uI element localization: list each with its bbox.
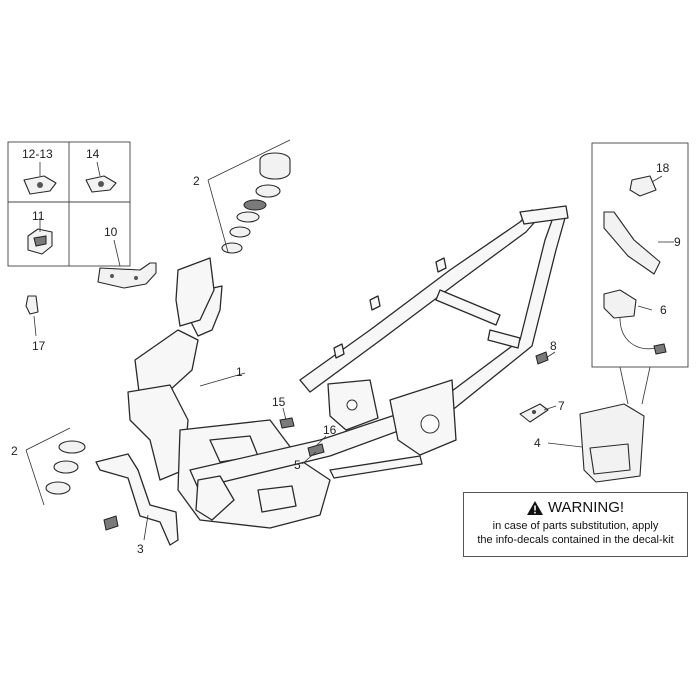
clip-17 bbox=[25, 295, 39, 315]
steering-bearings-lower bbox=[45, 440, 86, 495]
warning-title: WARNING! bbox=[547, 499, 625, 516]
scooter-frame-1 bbox=[127, 205, 569, 529]
screw-8 bbox=[535, 351, 549, 365]
cage-nut-11 bbox=[27, 228, 53, 255]
callout-4: 4 bbox=[534, 436, 541, 450]
callout-2-upper: 2 bbox=[193, 174, 200, 188]
callout-1: 1 bbox=[236, 365, 243, 379]
lock-cylinder-18 bbox=[629, 175, 657, 197]
callout-8: 8 bbox=[550, 339, 557, 353]
callout-3: 3 bbox=[137, 542, 144, 556]
inset-box-lock-set bbox=[591, 142, 689, 405]
warning-triangle-icon bbox=[526, 500, 543, 515]
ignition-switch-6 bbox=[603, 289, 667, 355]
leader-lines bbox=[25, 139, 674, 541]
callout-11: 11 bbox=[32, 209, 45, 223]
callout-16: 16 bbox=[323, 423, 337, 437]
bracket-10 bbox=[97, 262, 157, 289]
callout-12-13: 12-13 bbox=[22, 147, 53, 161]
lock-housing-9 bbox=[603, 211, 661, 275]
callout-5: 5 bbox=[294, 458, 301, 472]
steering-bearings-upper bbox=[221, 152, 291, 254]
bolt-15 bbox=[279, 417, 295, 429]
clip-nut-12-13 bbox=[23, 175, 57, 195]
callout-18: 18 bbox=[656, 161, 670, 175]
callout-14: 14 bbox=[86, 147, 100, 161]
callout-15: 15 bbox=[272, 395, 286, 409]
callout-17: 17 bbox=[32, 339, 46, 353]
callout-7: 7 bbox=[558, 399, 565, 413]
callout-10: 10 bbox=[104, 225, 118, 239]
inset-box-clips bbox=[7, 141, 131, 267]
stand-bracket-3 bbox=[95, 453, 179, 546]
warning-box: WARNING! in case of parts substitution, … bbox=[463, 492, 688, 557]
callout-6: 6 bbox=[660, 303, 667, 317]
warning-text-line-2: the info-decals contained in the decal-k… bbox=[477, 534, 674, 546]
clip-nut-14 bbox=[85, 175, 117, 193]
callout-2-lower: 2 bbox=[11, 444, 18, 458]
warning-text-line-1: in case of parts substitution, apply bbox=[492, 520, 659, 532]
callout-labels: 1 2 2 3 4 5 6 7 8 9 10 11 12-13 14 15 16… bbox=[11, 147, 681, 556]
plate-7 bbox=[519, 403, 549, 423]
decal-kit-bag-4 bbox=[579, 403, 645, 483]
callout-9: 9 bbox=[674, 235, 681, 249]
bolt-16 bbox=[307, 443, 325, 457]
